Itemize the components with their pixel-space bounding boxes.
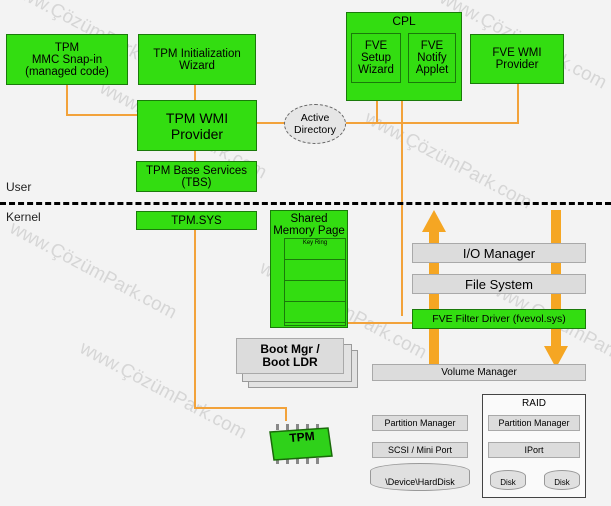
partition-manager: Partition Manager [372,415,468,431]
watermark: www.ÇözümPark.com [76,337,251,444]
boot-manager-loader: Boot Mgr / Boot LDR [236,338,344,374]
connector-line [285,407,287,421]
device-harddisk: \Device\HardDisk [370,463,470,491]
scsi-mini-port: SCSI / Mini Port [372,442,468,458]
active-directory: Active Directory [284,104,346,144]
fve-filter-driver: FVE Filter Driver (fvevol.sys) [412,309,586,329]
connector-line [344,122,518,124]
raid-disk: Disk [490,470,526,490]
connector-line [376,101,378,123]
shared-memory-label: Shared Memory Page [273,213,345,237]
kernel-mode-label: Kernel [6,210,41,224]
connector-line [194,230,196,408]
connector-line [194,151,196,161]
raid-partition-manager: Partition Manager [488,415,580,431]
fve-wmi-provider: FVE WMI Provider [470,34,564,84]
tpm-wmi-provider: TPM WMI Provider [137,100,257,151]
raid-label: RAID [522,398,546,409]
user-mode-label: User [6,180,32,194]
iport: IPort [488,442,580,458]
connector-line [66,114,138,116]
tpm-chip-icon [269,424,333,464]
connector-line [194,407,286,409]
cpl-label: CPL [392,14,416,28]
user-kernel-boundary [0,202,611,205]
connector-line [194,85,196,101]
connector-line [401,101,403,316]
key-ring-label: Key Ring [302,240,328,246]
raid-disk: Disk [544,470,580,490]
fve-setup-wizard: FVE Setup Wizard [351,33,401,83]
volume-manager: Volume Manager [372,364,586,381]
fve-notify-applet: FVE Notify Applet [408,33,456,83]
chip-body [269,427,333,461]
watermark: www.ÇözümPark.com [6,217,181,324]
connector-line [66,85,68,115]
file-system: File System [412,274,586,294]
key-ring-grid: Key Ring [284,238,346,326]
tpm-base-services: TPM Base Services (TBS) [136,161,257,192]
tpm-mmc-snap-in: TPM MMC Snap-in (managed code) [6,34,128,85]
io-manager: I/O Manager [412,243,586,263]
tpm-initialization-wizard: TPM Initialization Wizard [138,34,256,85]
connector-line [517,84,519,124]
tpm-sys-driver: TPM.SYS [136,211,257,230]
connector-line [257,122,287,124]
connector-line [347,322,413,324]
chip-pins [276,424,319,464]
